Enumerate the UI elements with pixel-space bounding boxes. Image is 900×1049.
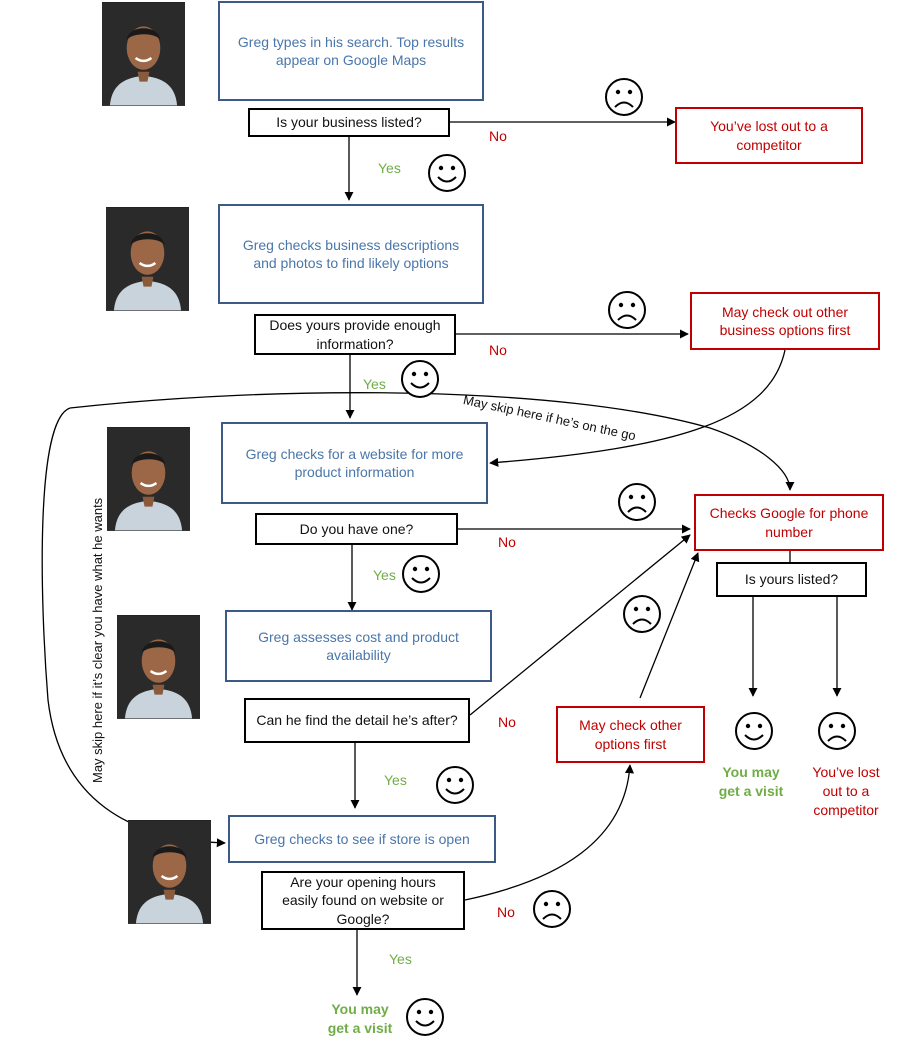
smiley-face-icon xyxy=(402,555,440,593)
question-have-website-text: Do you have one? xyxy=(299,520,414,537)
step-descriptions-text: Greg checks business descriptions and ph… xyxy=(242,236,460,271)
no-label: No xyxy=(489,342,507,358)
smiley-face-icon xyxy=(401,360,439,398)
arrow-q5-no xyxy=(464,764,634,901)
check-other-business-text: May check out other business options fir… xyxy=(719,303,851,338)
question-opening-hours: Are your opening hours easily found on w… xyxy=(261,871,465,930)
arrow-skip-on-go xyxy=(69,392,795,491)
no-label: No xyxy=(497,904,515,920)
question-opening-hours-text: Are your opening hours easily found on w… xyxy=(282,874,444,927)
outcome-visit-bottom: You may get a visit xyxy=(327,1001,393,1036)
check-other-options-box: May check other options first xyxy=(556,706,705,763)
greg-photo-5 xyxy=(128,820,211,924)
person-icon xyxy=(128,820,211,924)
outcome-lost-right: You’ve lost out to a competitor xyxy=(812,764,880,818)
question-phone-listed-text: Is yours listed? xyxy=(744,571,839,588)
question-enough-info: Does yours provide enough information? xyxy=(254,314,456,355)
sad-face-icon xyxy=(533,890,571,928)
yes-label: Yes xyxy=(373,567,396,583)
question-find-detail: Can he find the detail he’s after? xyxy=(244,698,470,743)
step-store-open: Greg checks to see if store is open xyxy=(228,815,496,863)
lost-to-competitor-text: You’ve lost out to a competitor xyxy=(710,118,828,153)
smiley-face-icon xyxy=(436,766,474,804)
step-cost-text: Greg assesses cost and product availabil… xyxy=(258,628,459,663)
person-icon xyxy=(102,2,185,106)
sad-face-icon xyxy=(618,483,656,521)
smiley-face-icon xyxy=(406,998,444,1036)
outcome-visit-right: You may get a visit xyxy=(718,764,784,799)
step-website-text: Greg checks for a website for more produ… xyxy=(245,445,464,480)
sad-face-icon xyxy=(608,291,646,329)
check-other-options-text: May check other options first xyxy=(579,717,682,752)
step-store-open-text: Greg checks to see if store is open xyxy=(254,830,470,847)
greg-photo-1 xyxy=(102,2,185,106)
smiley-face-icon xyxy=(735,712,773,750)
no-label: No xyxy=(498,714,516,730)
arrow-r2-to-step3 xyxy=(489,349,786,467)
check-phone-number-box: Checks Google for phone number xyxy=(694,494,884,551)
step-search-text: Greg types in his search. Top results ap… xyxy=(237,33,465,68)
greg-photo-3 xyxy=(107,427,190,531)
yes-label: Yes xyxy=(384,772,407,788)
step-cost: Greg assesses cost and product availabil… xyxy=(225,610,492,682)
yes-label: Yes xyxy=(378,160,401,176)
greg-photo-4 xyxy=(117,615,200,719)
yes-label: Yes xyxy=(363,376,386,392)
person-icon xyxy=(107,427,190,531)
arrow-q4-no xyxy=(469,534,691,716)
check-phone-number-text: Checks Google for phone number xyxy=(709,505,869,540)
question-find-detail-text: Can he find the detail he’s after? xyxy=(256,712,458,729)
no-label: No xyxy=(489,128,507,144)
question-listed: Is your business listed? xyxy=(248,108,450,137)
step-search: Greg types in his search. Top results ap… xyxy=(218,1,484,101)
lost-to-competitor-box: You’ve lost out to a competitor xyxy=(675,107,863,164)
sad-face-icon xyxy=(818,712,856,750)
question-have-website: Do you have one? xyxy=(255,513,458,545)
check-other-business-box: May check out other business options fir… xyxy=(690,292,880,350)
arrow-r4-to-r3 xyxy=(639,552,700,699)
question-phone-listed: Is yours listed? xyxy=(716,562,867,597)
sad-face-icon xyxy=(605,78,643,116)
question-enough-info-text: Does yours provide enough information? xyxy=(269,317,441,352)
sad-face-icon xyxy=(623,595,661,633)
greg-photo-2 xyxy=(106,207,189,311)
yes-label: Yes xyxy=(389,951,412,967)
smiley-face-icon xyxy=(428,154,466,192)
step-descriptions: Greg checks business descriptions and ph… xyxy=(218,204,484,304)
no-label: No xyxy=(498,534,516,550)
note-skip-clear: May skip here if it’s clear you have wha… xyxy=(90,497,105,783)
person-icon xyxy=(117,615,200,719)
person-icon xyxy=(106,207,189,311)
question-listed-text: Is your business listed? xyxy=(276,114,422,131)
step-website: Greg checks for a website for more produ… xyxy=(221,422,488,504)
